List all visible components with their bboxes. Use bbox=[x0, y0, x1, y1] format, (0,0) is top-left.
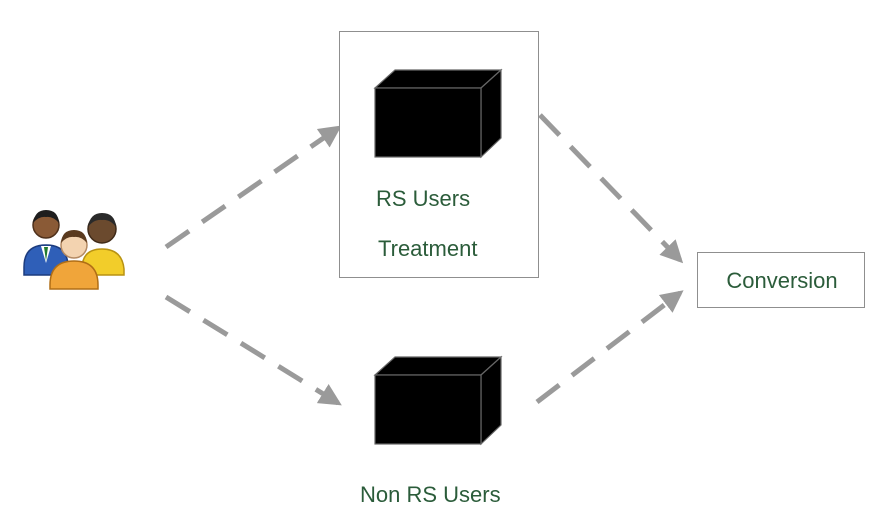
conversion-label: Conversion bbox=[726, 268, 838, 293]
control-group-title: Non RS Users bbox=[360, 482, 501, 507]
control-black-box-icon bbox=[373, 355, 503, 446]
users-group-icon bbox=[23, 210, 125, 290]
user-orange-icon bbox=[49, 230, 99, 290]
arrow-users-to-control bbox=[164, 294, 342, 406]
treatment-group-title: RS Users bbox=[376, 186, 471, 211]
treatment-black-box-icon bbox=[373, 68, 503, 159]
arrow-users-to-treatment bbox=[164, 125, 342, 250]
conversion-box: Conversion bbox=[697, 252, 865, 308]
treatment-group-subtitle: Treatment bbox=[378, 236, 478, 261]
arrow-treatment-to-conversion bbox=[538, 113, 684, 264]
user-yellow-icon bbox=[81, 213, 125, 276]
arrow-control-to-conversion bbox=[535, 290, 684, 404]
